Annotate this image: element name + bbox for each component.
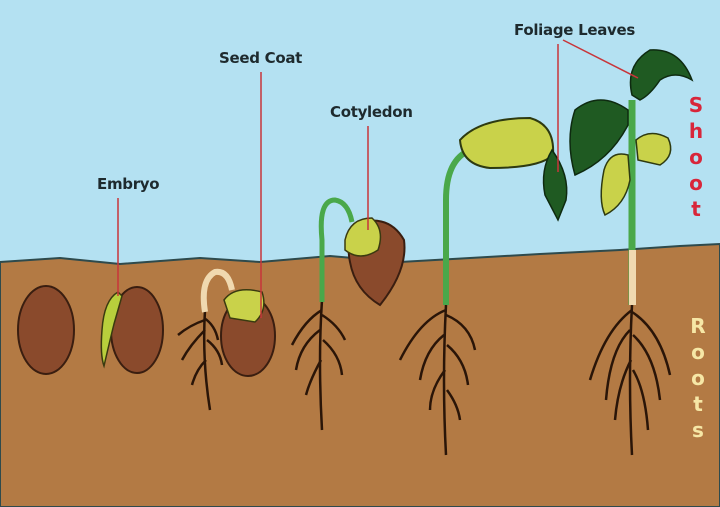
hypocotyl-stage-3: [200, 268, 235, 313]
cotyledon-stage-3: [223, 289, 265, 323]
label-embryo: Embryo: [97, 175, 160, 193]
embryo: [100, 291, 123, 369]
seed-stage-1: [17, 285, 75, 375]
foliage-leaf-top: [629, 49, 694, 101]
label-cotyledon: Cotyledon: [330, 103, 413, 121]
roots-stage-3: [177, 309, 224, 411]
label-foliage-leaves: Foliage Leaves: [514, 21, 636, 39]
cotyledon-stage-5: [458, 116, 555, 170]
stem-stage-4: [318, 197, 355, 302]
cotyledon-stage-6-left: [600, 153, 631, 217]
cotyledon-stage-4: [344, 217, 382, 257]
cotyledon-stage-6-right: [635, 132, 672, 166]
soil: [0, 242, 720, 507]
roots-stage-6: [588, 304, 672, 456]
label-shoot: Shoot: [688, 93, 704, 221]
young-leaves-stage-5: [542, 148, 568, 222]
label-roots: Roots: [690, 314, 706, 442]
foliage-leaf-left: [569, 99, 629, 177]
roots-stage-4: [290, 299, 347, 431]
label-seed-coat: Seed Coat: [219, 49, 303, 67]
roots-stage-5: [398, 304, 477, 456]
pointer-lines: [117, 39, 639, 318]
